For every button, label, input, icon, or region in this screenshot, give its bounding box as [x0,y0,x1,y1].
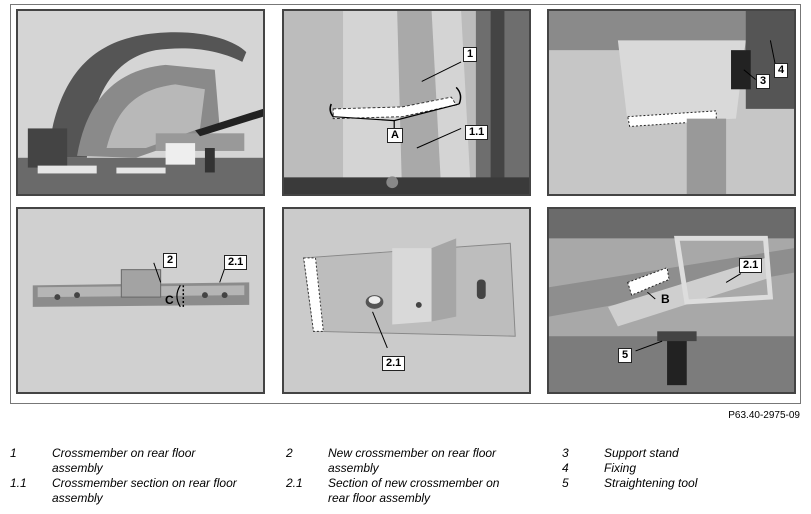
legend: 1 Crossmember on rear floor assembly 1.1… [0,446,811,514]
legend-text: Fixing [604,461,637,475]
legend-number: 4 [562,461,569,475]
label-B: B [661,292,670,306]
legend-number: 1.1 [10,476,27,490]
legend-text: Crossmember section on rear floor assemb… [52,476,237,505]
legend-number: 2 [286,446,293,460]
callout-1: 1 [463,47,478,62]
label-C: C [165,293,174,307]
crossmember-illustration [284,11,529,194]
legend-number: 3 [562,446,569,460]
photo-panel-crossmember-section: 2.1 [282,207,531,394]
legend-text: Straightening tool [604,476,698,490]
callout-5: 5 [618,348,633,363]
callout-2-1: 2.1 [224,255,248,270]
legend-text: New crossmember on rear floor assembly [328,446,497,475]
callout-2-1: 2.1 [739,258,763,273]
photo-panel-vehicle-overview [16,9,265,196]
legend-number: 5 [562,476,569,490]
photo-panel-new-crossmember: 2 2.1 C [16,207,265,394]
legend-text: Crossmember on rear floor assembly [52,446,196,475]
legend-text: Support stand [604,446,679,460]
new-crossmember-illustration [18,209,263,392]
callout-A: A [387,128,403,143]
photo-panel-straightening-tool: B 2.1 5 [547,207,796,394]
callout-3: 3 [756,74,771,89]
straightening-tool-illustration [549,209,794,392]
legend-text: Section of new crossmember on rear floor… [328,476,500,505]
legend-number: 1 [10,446,17,460]
callout-4: 4 [774,63,789,78]
crossmember-section-illustration [284,209,529,392]
legend-number: 2.1 [286,476,303,490]
callout-2: 2 [163,253,178,268]
callout-1-1: 1.1 [465,125,489,140]
body-shell-illustration [18,11,263,194]
support-stand-illustration [549,11,794,194]
photo-panel-support-stand: 3 4 [547,9,796,196]
callout-2-1: 2.1 [382,356,406,371]
photo-panel-crossmember-cut: 1 A 1.1 [282,9,531,196]
figure-reference: P63.40-2975-09 [728,410,800,421]
